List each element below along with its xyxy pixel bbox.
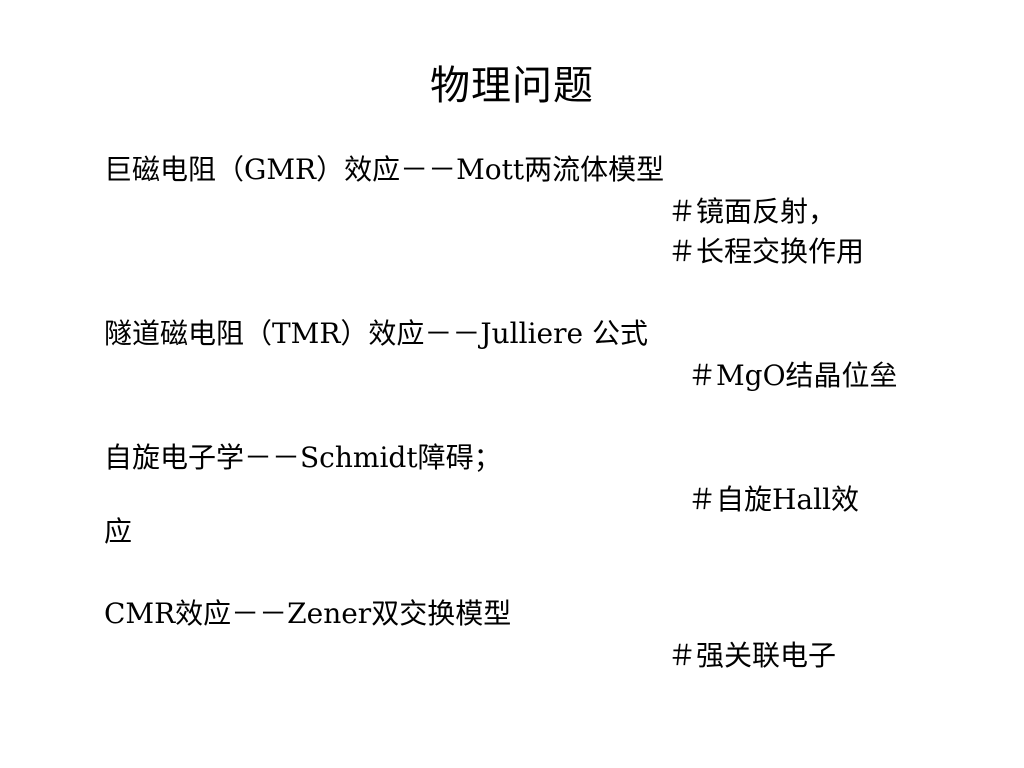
gmr-line: 巨磁电阻（GMR）效应－－Mott两流体模型 <box>104 153 665 186</box>
cmr-note-strongly-correlated: ＃强关联电子 <box>668 639 837 672</box>
slide-title: 物理问题 <box>430 63 594 109</box>
tmr-line: 隧道磁电阻（TMR）效应－－Julliere 公式 <box>104 317 648 350</box>
tmr-note-mgo-barrier: ＃MgO结晶位垒 <box>688 359 898 392</box>
spintronics-note-spin-hall: ＃自旋Hall效 <box>688 483 860 516</box>
gmr-note-mirror-reflection: ＃镜面反射， <box>668 195 837 228</box>
spintronics-line: 自旋电子学－－Schmidt障碍； <box>104 441 502 474</box>
spintronics-note-continuation: 应 <box>104 515 133 548</box>
gmr-note-long-range-exchange: ＃长程交换作用 <box>668 235 865 268</box>
cmr-line: CMR效应－－Zener双交换模型 <box>104 597 512 630</box>
